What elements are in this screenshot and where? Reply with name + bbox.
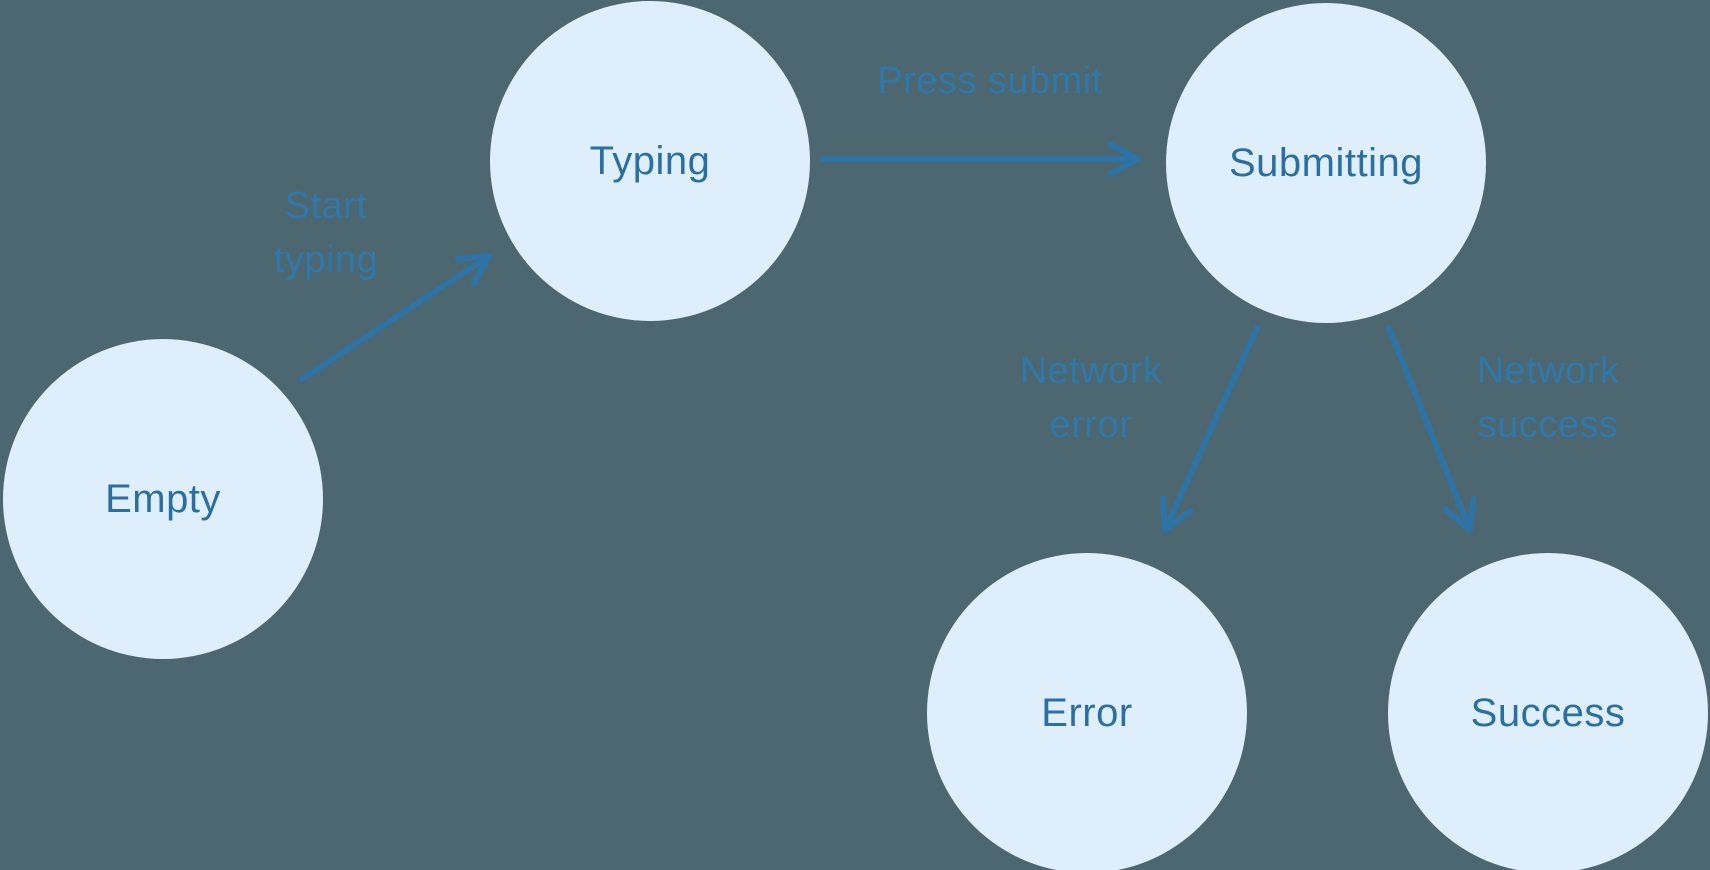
edge-label-network-success: Network success [1476, 350, 1620, 446]
state-node-typing: Typing [490, 1, 810, 321]
edge-network-error-arrow [1159, 325, 1260, 533]
edge-label-press-submit: Press submit [877, 60, 1103, 102]
state-label-error: Error [1041, 690, 1133, 735]
edge-label-network-error: Network error [1019, 350, 1163, 446]
state-node-error: Error [927, 553, 1247, 870]
edge-network-success-arrow [1386, 325, 1477, 533]
state-label-empty: Empty [105, 476, 221, 521]
state-label-success: Success [1470, 690, 1626, 735]
state-node-success: Success [1388, 553, 1708, 870]
state-label-submitting: Submitting [1229, 140, 1423, 185]
state-label-typing: Typing [589, 138, 711, 183]
edge-label-start-typing: Start typing [273, 185, 379, 281]
state-node-empty: Empty [3, 339, 323, 659]
state-node-submitting: Submitting [1166, 3, 1486, 323]
